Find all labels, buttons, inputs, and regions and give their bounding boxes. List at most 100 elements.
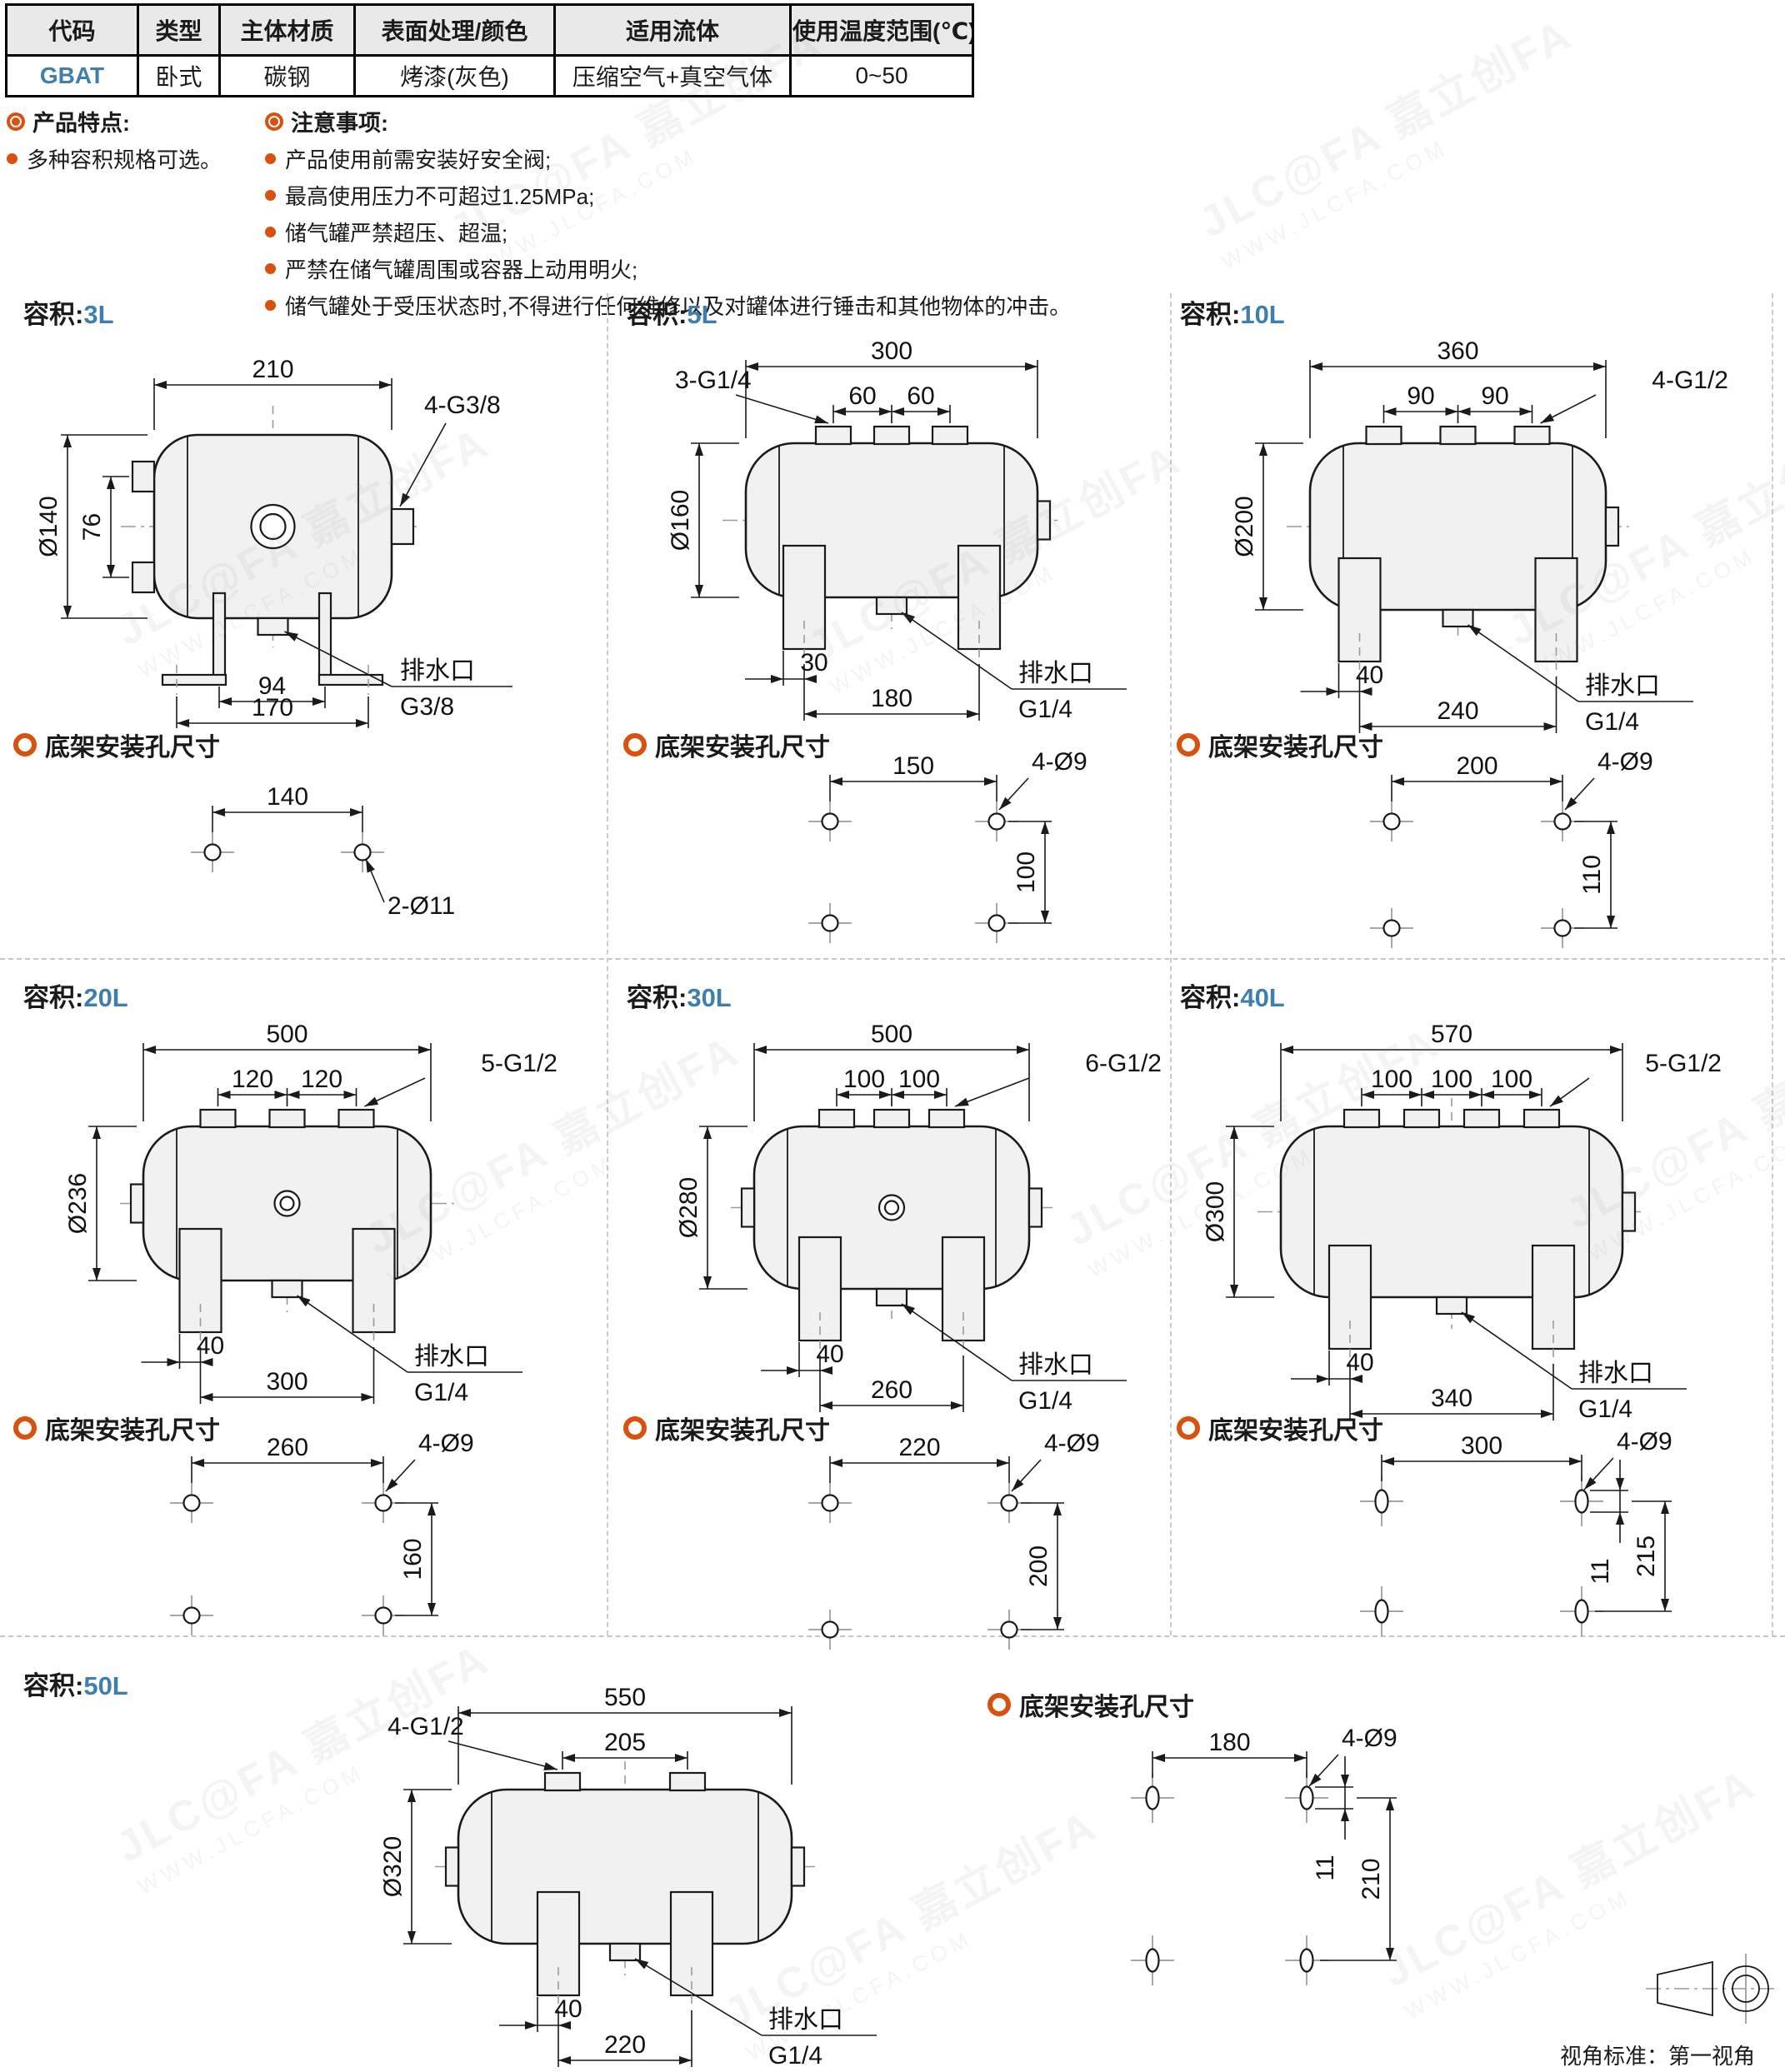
drain-thread-label: G1/4 [1018, 696, 1072, 723]
spec-data-row: GBAT 卧式 碳钢 烤漆(灰色) 压缩空气+真空气体 0~50 [5, 54, 974, 97]
note-item: 储气罐严禁超压、超温; [265, 217, 1071, 247]
notes-block: 注意事项: 产品使用前需安装好安全阀; 最高使用压力不可超过1.25MPa; 储… [265, 105, 1071, 321]
volume-prefix: 容积: [23, 983, 84, 1012]
dim-label: Ø160 [667, 490, 694, 551]
dim-label: 180 [871, 685, 912, 712]
drain-thread-label: G1/4 [768, 2042, 822, 2070]
volume-prefix: 容积: [627, 300, 688, 329]
volume-value: 20L [83, 983, 128, 1012]
mount-title-text: 底架安装孔尺寸 [1019, 1694, 1194, 1721]
dim-label: 110 [1578, 855, 1606, 895]
dim-label: 40 [197, 1332, 224, 1360]
dim-label: Ø320 [379, 1836, 407, 1897]
bullet-dot-icon [265, 190, 276, 201]
dim-label: 100 [1371, 1066, 1412, 1093]
dim-label: 60 [907, 382, 934, 410]
cell-material: 碳钢 [218, 54, 356, 97]
volume-value: 3L [83, 300, 114, 329]
dim-label: 4-Ø9 [418, 1430, 474, 1457]
section-volume-title: 容积:20L [23, 976, 128, 1014]
cell-code: GBAT [5, 54, 139, 97]
drain-label: 排水口 [1018, 1351, 1093, 1379]
dim-label: 340 [1431, 1385, 1472, 1412]
note-item: 最高使用压力不可超过1.25MPa; [265, 180, 1071, 211]
dim-label: 30 [800, 649, 828, 677]
drain-thread-label: G1/4 [414, 1379, 468, 1406]
dim-label: 170 [252, 694, 293, 721]
section-volume-title: 容积:30L [627, 976, 732, 1014]
dim-label: 360 [1437, 337, 1478, 365]
bullseye-icon [7, 112, 25, 131]
dim-label: 550 [604, 1684, 646, 1711]
volume-prefix: 容积: [1180, 300, 1241, 329]
dim-label: 4-G1/2 [1652, 367, 1728, 394]
drain-thread-label: G1/4 [1578, 1395, 1632, 1423]
dim-label: 215 [1632, 1535, 1660, 1577]
dim-label: 11 [1587, 1558, 1614, 1584]
dim-label: 100 [1431, 1066, 1472, 1093]
dashed-separator [607, 293, 608, 1635]
cell-surface: 烤漆(灰色) [353, 54, 556, 97]
drain-label: 排水口 [768, 2006, 843, 2034]
dim-label: 40 [554, 1995, 582, 2023]
projection-symbol [1646, 1950, 1779, 2033]
dim-label: 76 [78, 513, 106, 541]
dim-label: 220 [898, 1434, 940, 1461]
bullet-dot-icon [265, 227, 276, 237]
bullseye-icon [265, 112, 283, 131]
volume-value: 30L [687, 983, 732, 1012]
mount-holes-title: 底架安装孔尺寸 [988, 1686, 1194, 1723]
col-surface: 表面处理/颜色 [353, 3, 556, 57]
dim-label: 4-Ø9 [1044, 1430, 1100, 1457]
col-temp: 使用温度范围(℃) [789, 3, 974, 57]
dim-label: 94 [258, 672, 286, 700]
dim-label: 4-Ø9 [1598, 748, 1653, 776]
col-fluid: 适用流体 [553, 3, 792, 57]
dim-label: 200 [1456, 752, 1498, 780]
drain-thread-label: G3/8 [400, 693, 454, 721]
volume-value: 50L [83, 1671, 128, 1700]
mount-drawing-10L: 200 4-Ø9 110 [1267, 748, 1733, 956]
mount-title-text: 底架安装孔尺寸 [655, 734, 830, 761]
volume-value: 10L [1240, 300, 1285, 329]
dim-label: 210 [1358, 1858, 1385, 1900]
dim-label: 500 [266, 1021, 308, 1048]
dim-label: 11 [1312, 1855, 1339, 1880]
dim-label: 3-G1/4 [675, 367, 752, 394]
dim-label: 140 [267, 783, 308, 811]
drain-label: 排水口 [414, 1343, 489, 1371]
dim-label: 120 [232, 1066, 273, 1093]
mount-title-text: 底架安装孔尺寸 [1208, 734, 1383, 761]
bullet-dot-icon [265, 300, 276, 311]
bullet-dot-icon [265, 153, 276, 164]
section-volume-title: 容积:50L [23, 1665, 128, 1702]
note-item-text: 产品使用前需安装好安全阀; [285, 147, 552, 172]
note-item-text: 储气罐严禁超压、超温; [285, 221, 508, 246]
volume-prefix: 容积: [1180, 983, 1241, 1012]
section-volume-title: 容积:10L [1180, 293, 1285, 331]
ring-icon [623, 1416, 647, 1440]
cell-type: 卧式 [137, 54, 221, 97]
dim-label: Ø200 [1231, 496, 1258, 557]
section-volume-title: 容积:3L [23, 293, 114, 331]
dim-label: 300 [266, 1368, 308, 1395]
note-item: 储气罐处于受压状态时,不得进行任何维修以及对罐体进行锤击和其他物体的冲击。 [265, 290, 1071, 321]
bullet-dot-icon [265, 263, 276, 274]
spec-header-row: 代码 类型 主体材质 表面处理/颜色 适用流体 使用温度范围(℃) [5, 3, 974, 57]
dim-label: 90 [1407, 382, 1434, 410]
volume-prefix: 容积: [23, 300, 84, 329]
dim-label: 570 [1431, 1021, 1472, 1048]
dim-label: 60 [848, 382, 876, 410]
ring-icon [13, 733, 37, 756]
dim-label: 40 [816, 1341, 843, 1368]
features-block: 产品特点: 多种容积规格可选。 [7, 105, 222, 174]
ring-icon [1177, 733, 1200, 756]
mount-holes-title: 底架安装孔尺寸 [623, 1410, 830, 1446]
notes-title: 注意事项: [265, 105, 1071, 137]
dashed-separator [0, 958, 1785, 960]
